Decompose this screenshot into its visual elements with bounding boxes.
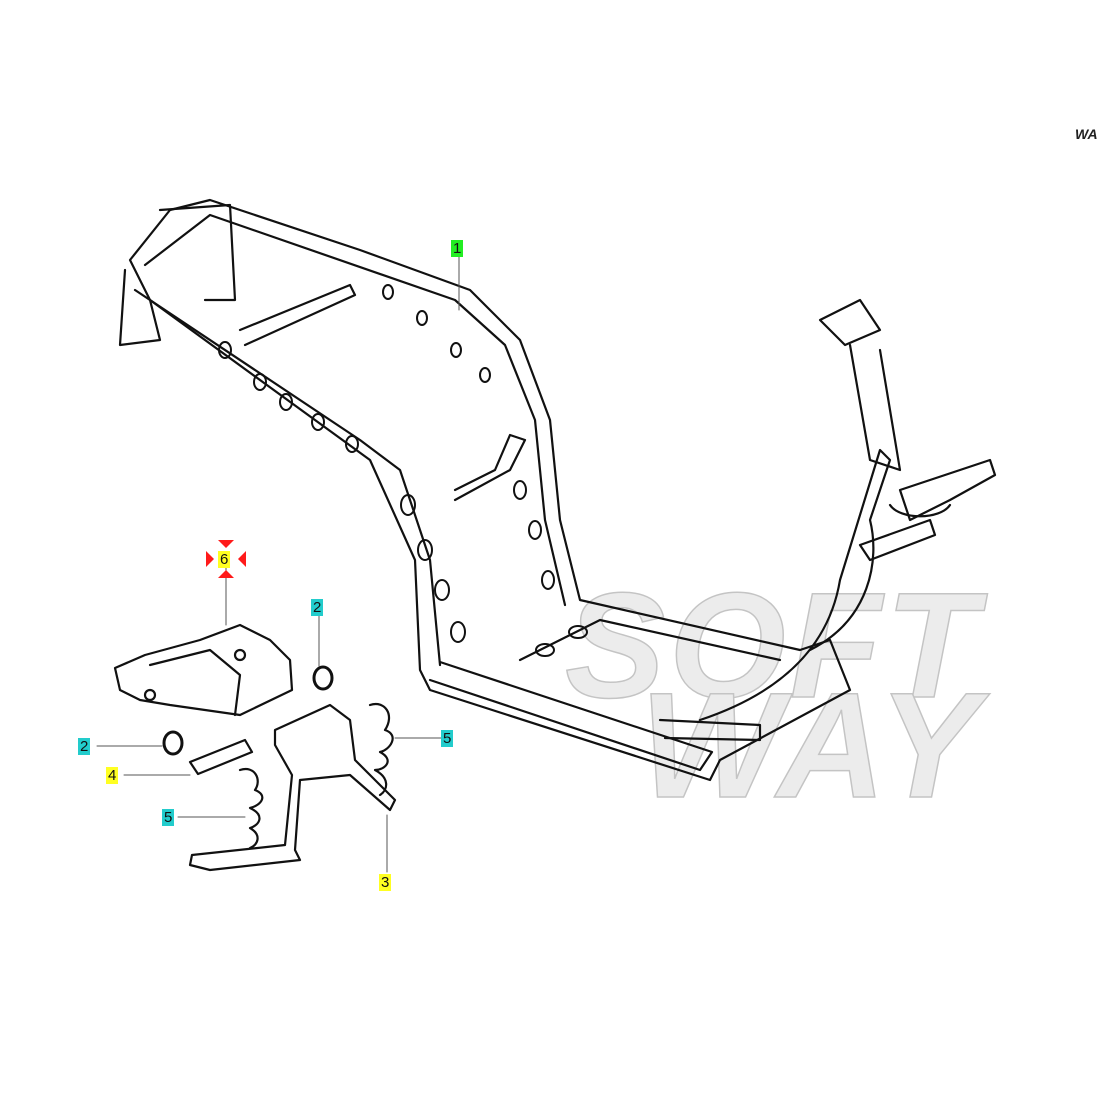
callout-6-bracket[interactable]: 6 <box>218 551 231 568</box>
callout-5-spring-upper[interactable]: 5 <box>441 730 454 747</box>
spring-upper <box>368 702 394 797</box>
callout-2-ring-lower[interactable]: 2 <box>78 738 91 755</box>
selection-marker-icon <box>206 540 246 578</box>
callout-5-spring-lower[interactable]: 5 <box>162 809 175 826</box>
center-stand-part-3 <box>188 703 397 872</box>
callout-3-stand[interactable]: 3 <box>379 874 392 891</box>
leader-lines <box>96 255 460 873</box>
o-ring-upper <box>312 665 334 691</box>
o-ring-lower <box>162 730 184 756</box>
pin-part-4 <box>188 738 254 776</box>
spring-lower <box>238 767 264 850</box>
frame-holes <box>218 284 588 657</box>
watermark-way: WAY <box>639 661 983 829</box>
brand-logo: WA <box>1075 126 1098 142</box>
callout-4-pin[interactable]: 4 <box>106 767 119 784</box>
callout-1-frame[interactable]: 1 <box>451 240 464 257</box>
callout-2-ring-upper[interactable]: 2 <box>311 599 324 616</box>
watermark-soft: SOFT <box>564 561 981 729</box>
frame-body <box>118 198 997 782</box>
bracket-part-6 <box>113 623 294 717</box>
